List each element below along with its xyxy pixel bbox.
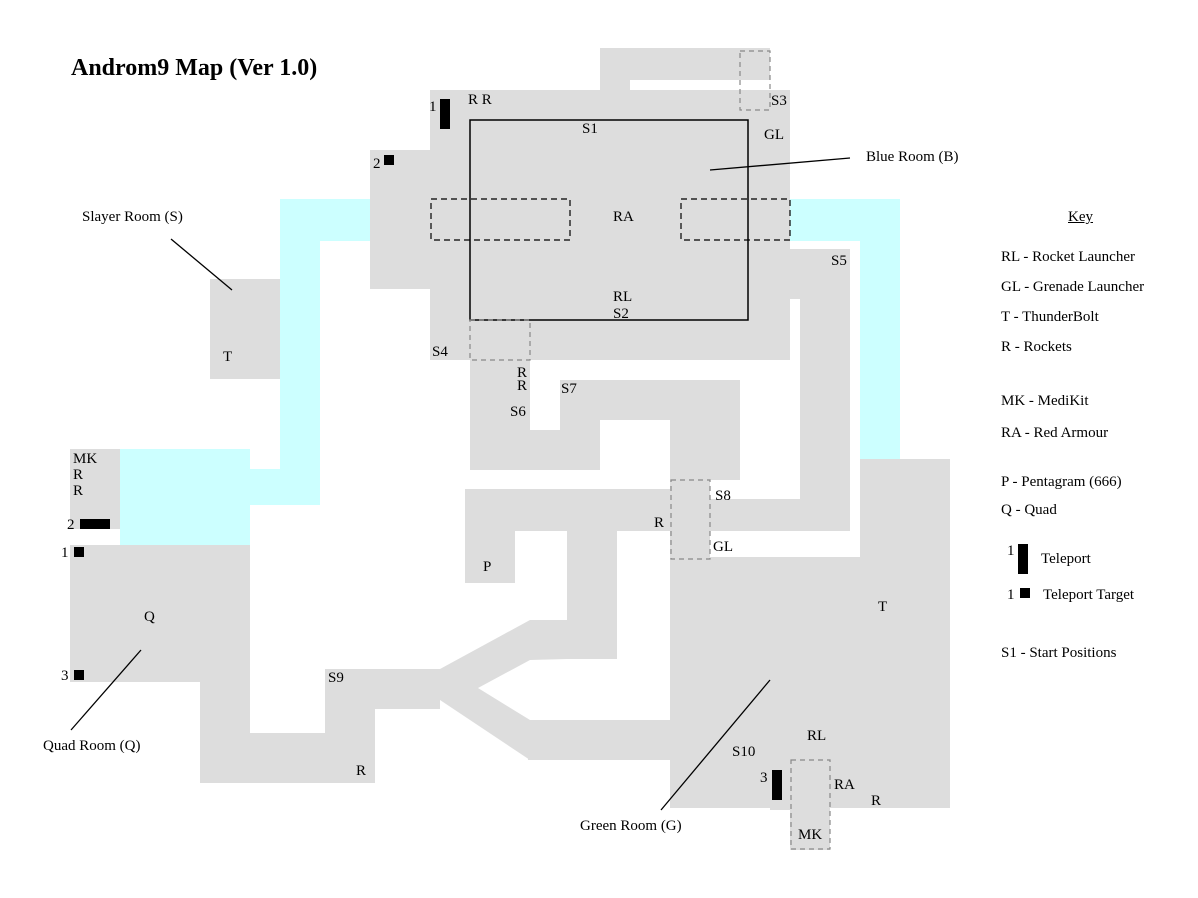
- start-s1: S1: [582, 121, 598, 137]
- teleport-3-bar: [772, 770, 782, 800]
- item-r-mid-1: R: [517, 365, 528, 381]
- item-rr-top: R R: [468, 92, 492, 108]
- teleport-2-bar: [80, 519, 110, 529]
- item-r-left-2: R: [73, 483, 84, 499]
- start-s8: S8: [715, 488, 731, 504]
- item-rl-green: RL: [807, 728, 827, 744]
- item-r-green: R: [871, 793, 882, 809]
- item-r-s9: R: [356, 763, 367, 779]
- item-r-s8: R: [654, 515, 665, 531]
- blue-pointer: [709, 157, 851, 171]
- key-teleport-label: Teleport: [1041, 551, 1091, 567]
- teleport-3-target-square: [74, 670, 84, 680]
- teleport-1-target-number: 1: [61, 545, 69, 561]
- key-entry-t: T - ThunderBolt: [1001, 309, 1099, 325]
- dashed-zones: [469, 50, 831, 850]
- key-target-label: Teleport Target: [1043, 587, 1135, 603]
- key-start-positions: S1 - Start Positions: [1001, 645, 1117, 661]
- s4-door: [469, 319, 531, 361]
- key-heading: Key: [1068, 209, 1093, 225]
- key-entry-gl: GL - Grenade Launcher: [1001, 279, 1145, 295]
- item-t-slayer: T: [223, 349, 233, 365]
- map-title: Androm9 Map (Ver 1.0): [71, 55, 318, 81]
- pointer-lines: [70, 157, 851, 811]
- quad-pointer: [70, 649, 142, 731]
- start-s5: S5: [831, 253, 847, 269]
- key-entry-r: R - Rockets: [1001, 339, 1072, 355]
- water-left-vertical: [280, 199, 320, 505]
- key-target-number: 1: [1007, 587, 1015, 603]
- start-s10: S10: [732, 744, 756, 760]
- teleport-1-bar: [440, 99, 450, 129]
- item-r-mid-2: R: [517, 378, 528, 394]
- key-entry-rl: RL - Rocket Launcher: [1001, 249, 1135, 265]
- floor-areas: [70, 48, 950, 850]
- slayer-room-label: Slayer Room (S): [82, 209, 183, 225]
- item-mk-left: MK: [73, 451, 98, 467]
- teleport-2-number: 2: [67, 517, 75, 533]
- teleport-3-number: 3: [760, 770, 768, 786]
- start-s7: S7: [561, 381, 577, 397]
- teleport-1-number: 1: [429, 99, 437, 115]
- s8-door: [670, 479, 711, 560]
- blue-room-outline: [469, 119, 749, 321]
- blue-room-label: Blue Room (B): [866, 149, 959, 165]
- green-pointer: [660, 679, 771, 811]
- item-q: Q: [144, 609, 155, 625]
- green-room-label: Green Room (G): [580, 818, 682, 834]
- item-ra-blue: RA: [613, 209, 634, 225]
- item-gl-s8: GL: [713, 539, 733, 555]
- item-p: P: [483, 559, 492, 575]
- item-rl-blue: RL: [613, 289, 633, 305]
- item-r-left-1: R: [73, 467, 84, 483]
- teleport-2-target-square: [384, 155, 394, 165]
- s3-lift: [739, 50, 771, 111]
- teleport-1-target-square: [74, 547, 84, 557]
- slayer-pointer: [170, 238, 233, 291]
- key-entry-q: Q - Quad: [1001, 502, 1057, 518]
- quad-room-label: Quad Room (Q): [43, 738, 141, 754]
- start-s3: S3: [771, 93, 787, 109]
- teleport-3-target-number: 3: [61, 668, 69, 684]
- blue-room-bridge-right: [680, 198, 791, 241]
- key-entry-ra: RA - Red Armour: [1001, 425, 1109, 441]
- start-s6: S6: [510, 404, 526, 420]
- item-ra-green: RA: [834, 777, 855, 793]
- key-teleport-number: 1: [1007, 543, 1015, 559]
- item-t-green: T: [878, 599, 888, 615]
- key-entry-mk: MK - MediKit: [1001, 393, 1089, 409]
- item-gl-blue: GL: [764, 127, 784, 143]
- item-mk-green: MK: [798, 827, 823, 843]
- water-right-vertical: [860, 199, 900, 460]
- mk-lift: [790, 759, 831, 850]
- key-entry-p: P - Pentagram (666): [1001, 474, 1122, 490]
- start-s9: S9: [328, 670, 344, 686]
- key-teleport-bar: [1018, 544, 1028, 574]
- start-s4: S4: [432, 344, 448, 360]
- key-target-square: [1020, 588, 1030, 598]
- water-left-link: [250, 469, 320, 505]
- teleport-2-target-number: 2: [373, 156, 381, 172]
- start-s2: S2: [613, 306, 629, 322]
